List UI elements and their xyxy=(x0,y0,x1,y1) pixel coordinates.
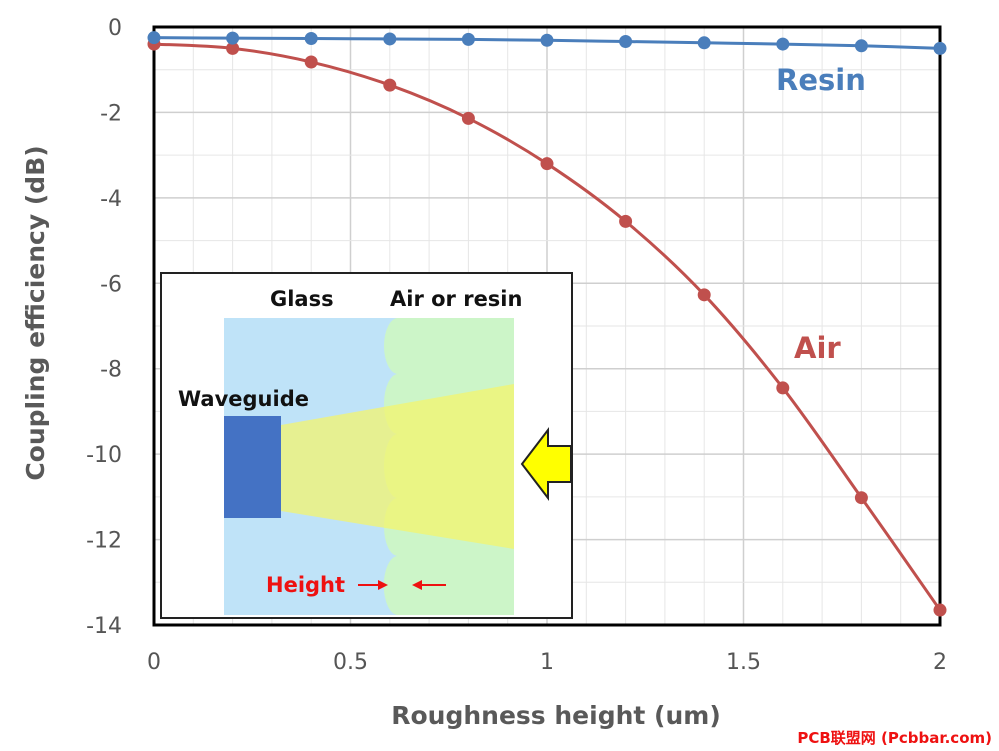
data-point-resin xyxy=(383,32,397,46)
data-point-resin xyxy=(776,37,790,51)
height-label: Height xyxy=(266,573,345,597)
x-tick-label: 0 xyxy=(147,650,161,675)
y-tick-label: -10 xyxy=(86,443,122,468)
x-tick-label: 0.5 xyxy=(333,650,368,675)
data-point-resin xyxy=(304,32,318,46)
data-point-air xyxy=(226,41,240,55)
data-point-air xyxy=(697,288,711,302)
series-label-resin: Resin xyxy=(776,63,866,97)
data-point-resin xyxy=(933,41,947,55)
watermark: PCB联盟网 (Pcbbar.com) xyxy=(797,729,992,747)
data-point-resin xyxy=(854,39,868,53)
data-point-resin xyxy=(147,31,161,45)
y-tick-label: -4 xyxy=(100,187,122,212)
x-tick-label: 2 xyxy=(933,650,947,675)
data-point-resin xyxy=(461,32,475,46)
data-point-resin xyxy=(226,31,240,45)
x-axis-title: Roughness height (um) xyxy=(391,701,721,730)
glass-label: Glass xyxy=(270,287,334,311)
data-point-air xyxy=(933,603,947,617)
inset-schematic: Glass Air or resin Waveguide Height xyxy=(160,272,573,619)
air-or-resin-label: Air or resin xyxy=(390,287,522,311)
data-point-air xyxy=(304,55,318,69)
series-label-air: Air xyxy=(794,331,841,365)
incoming-light-arrow-icon xyxy=(520,427,572,501)
waveguide-label: Waveguide xyxy=(178,387,309,411)
data-point-air xyxy=(776,381,790,395)
x-tick-label: 1 xyxy=(540,650,554,675)
data-point-air xyxy=(461,111,475,125)
x-tick-label: 1.5 xyxy=(726,650,761,675)
height-arrow-icon xyxy=(358,580,446,590)
y-tick-label: -12 xyxy=(86,529,122,554)
light-beam xyxy=(281,384,514,549)
data-point-resin xyxy=(540,33,554,47)
y-tick-label: -14 xyxy=(86,614,122,639)
y-tick-label: -2 xyxy=(100,101,122,126)
y-tick-label: -6 xyxy=(100,272,122,297)
waveguide xyxy=(224,416,281,518)
data-point-resin xyxy=(697,36,711,50)
x-axis-ticks: 0 0.5 1 1.5 2 xyxy=(147,650,947,675)
data-point-air xyxy=(540,157,554,171)
data-point-air xyxy=(619,214,633,228)
series-points-air xyxy=(147,37,947,617)
y-tick-label: 0 xyxy=(108,16,122,41)
data-point-air xyxy=(854,491,868,505)
y-tick-label: -8 xyxy=(100,358,122,383)
y-axis-ticks: 0 -2 -4 -6 -8 -10 -12 -14 xyxy=(86,16,122,639)
plot-area-border xyxy=(152,25,942,627)
series-points-resin xyxy=(147,31,947,55)
data-point-air xyxy=(383,78,397,92)
data-point-resin xyxy=(619,35,633,49)
y-axis-title: Coupling efficiency (dB) xyxy=(21,145,50,480)
